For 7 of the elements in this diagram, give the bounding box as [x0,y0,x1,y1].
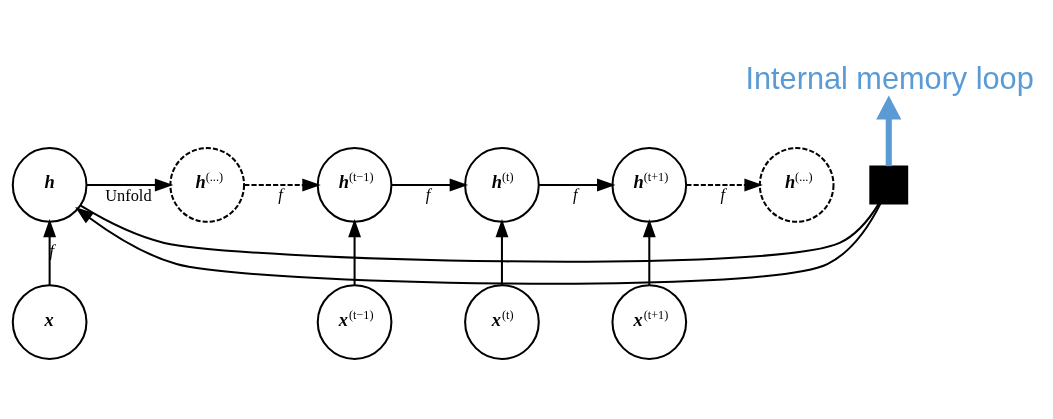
edge-label: f [720,185,725,205]
edge-label: f [49,241,55,261]
edge-label: f [278,185,283,205]
edge-label: f [573,185,578,205]
node-text: Internal memory loop [745,60,1034,96]
edge-label: f [425,185,431,205]
edge-label: Unfold [105,186,152,206]
